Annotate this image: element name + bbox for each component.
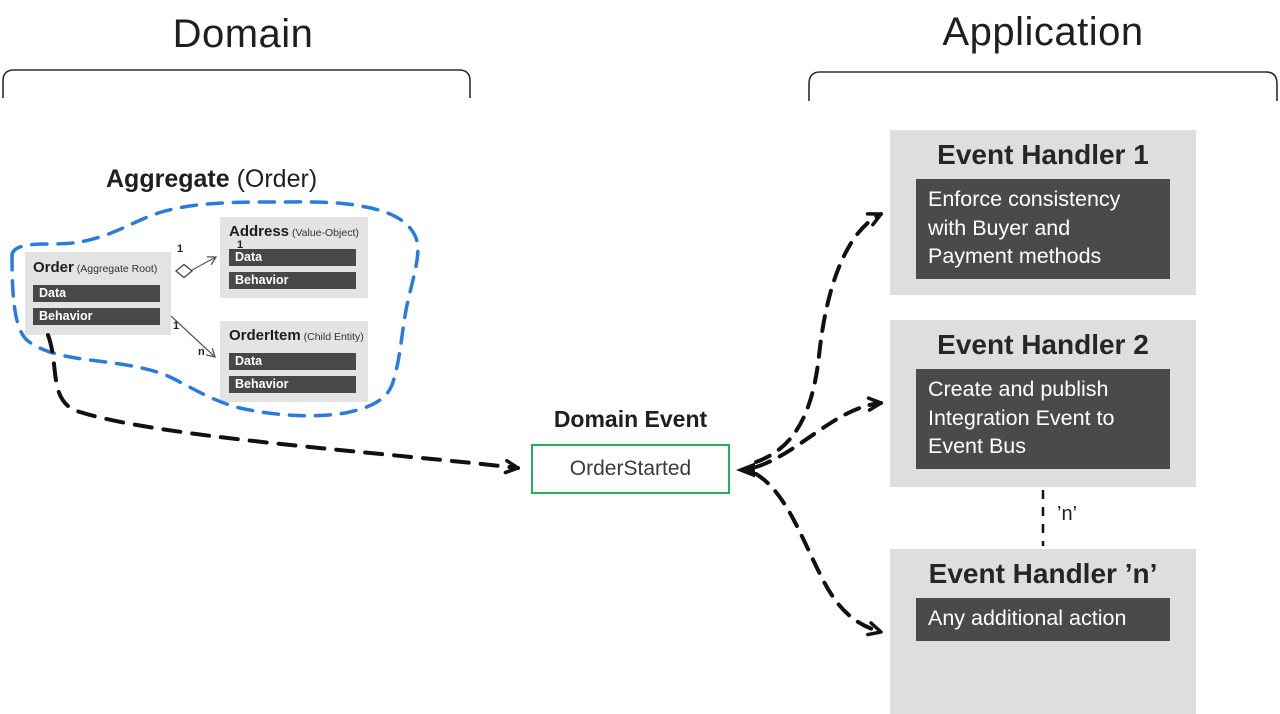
event-handler-n-title: Event Handler ’n’ — [928, 558, 1158, 589]
class-box-order: Order (Aggregate Root) Data Behavior — [25, 252, 171, 335]
domain-event-box: OrderStarted — [531, 444, 730, 494]
class-name-order: Order — [33, 259, 74, 276]
domain-bracket — [2, 69, 471, 98]
class-name-address: Address — [229, 223, 290, 240]
class-stereotype-order: (Aggregate Root) — [73, 263, 158, 275]
class-box-address: Address (Value-Object) Data Behavior — [220, 217, 368, 298]
multiplicity-order-address-dst: 1 — [237, 239, 244, 251]
event-handler-2-title: Event Handler 2 — [937, 329, 1149, 360]
event-handler-2: Event Handler 2 Create and publish Integ… — [890, 320, 1196, 487]
multiplicity-order-item-src: 1 — [173, 320, 180, 332]
class-row-data: Data — [229, 353, 356, 370]
domain-event-name: OrderStarted — [569, 457, 692, 480]
event-handler-1-body: Enforce consistency with Buyer and Payme… — [916, 179, 1170, 279]
class-row-data: Data — [229, 249, 356, 266]
arrow-event-to-handler2 — [754, 396, 883, 469]
handler-n-multiplicity-label: ’n’ — [1057, 503, 1078, 525]
link-order-address — [191, 256, 218, 271]
multiplicity-order-address-src: 1 — [177, 243, 184, 255]
class-row-behavior: Behavior — [33, 308, 160, 325]
class-stereotype-address: (Value-Object) — [289, 227, 359, 239]
class-row-data: Data — [33, 285, 160, 302]
aggregation-diamond-icon — [174, 263, 194, 279]
domain-event-label: Domain Event — [553, 406, 708, 432]
event-handler-n: Event Handler ’n’ Any additional action — [890, 549, 1196, 714]
class-header-order: Order (Aggregate Root) — [33, 258, 160, 279]
event-handler-1: Event Handler 1 Enforce consistency with… — [890, 130, 1196, 295]
event-handler-1-title: Event Handler 1 — [937, 139, 1149, 170]
application-layer-title: Application — [942, 10, 1144, 54]
arrow-event-to-handlern — [754, 472, 883, 637]
class-stereotype-orderitem: (Child Entity) — [300, 331, 364, 343]
class-box-orderitem: OrderItem (Child Entity) Data Behavior — [220, 321, 368, 402]
aggregate-label-bold: Aggregate — [106, 165, 230, 193]
aggregate-label: Aggregate (Order) — [106, 165, 317, 194]
domain-layer-title: Domain — [172, 12, 314, 56]
event-handler-n-body: Any additional action — [916, 598, 1170, 641]
fan-arrowhead-icon — [736, 462, 755, 478]
class-header-address: Address (Value-Object) — [229, 222, 359, 243]
aggregate-label-normal: (Order) — [229, 165, 318, 193]
event-handler-2-body: Create and publish Integration Event to … — [916, 369, 1170, 469]
class-name-orderitem: OrderItem — [229, 327, 301, 344]
multiplicity-order-item-dst: n — [198, 346, 205, 358]
application-bracket — [808, 71, 1278, 101]
arrow-event-to-handler1 — [754, 212, 883, 464]
class-row-behavior: Behavior — [229, 272, 356, 289]
class-row-behavior: Behavior — [229, 376, 356, 393]
class-header-orderitem: OrderItem (Child Entity) — [229, 326, 364, 347]
